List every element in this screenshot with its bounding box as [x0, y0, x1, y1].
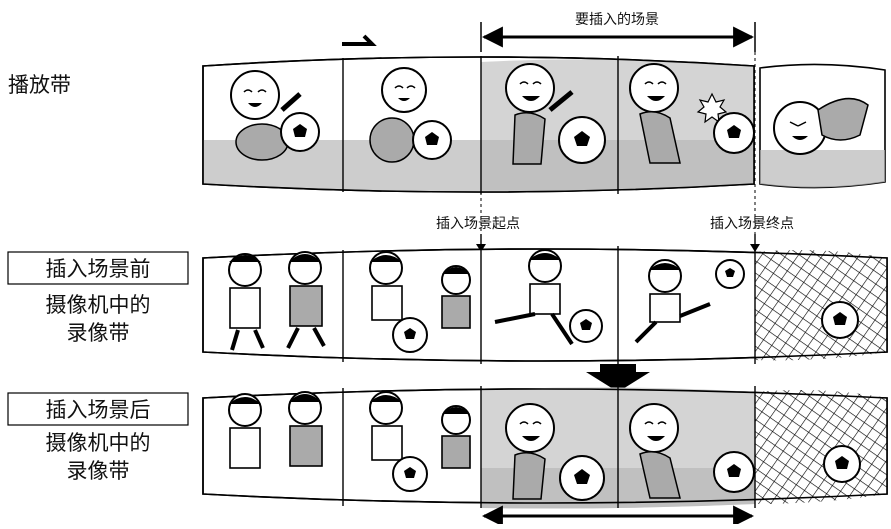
- soccer-ball-icon: [280, 112, 320, 152]
- baby-figure-5: [759, 63, 886, 189]
- insert-start-point-label: 插入场景起点: [436, 216, 520, 232]
- after-insert-label: 插入场景后: [46, 398, 151, 422]
- after-insert-box: [7, 392, 189, 426]
- players-figure-2: [369, 251, 471, 329]
- baby-figure-4: [629, 63, 728, 164]
- soccer-ball-icon: [392, 456, 428, 492]
- soccer-ball-icon: [713, 112, 755, 154]
- soccer-ball-icon: [412, 120, 452, 160]
- goal-net-icon: [755, 250, 887, 361]
- right-arrow-icon: [342, 34, 377, 46]
- soccer-ball-icon: [713, 451, 755, 493]
- camera-tape-label-4: 录像带: [67, 459, 130, 483]
- baby-figure-6: [505, 403, 555, 500]
- camera-tape-after-row: [202, 386, 888, 509]
- scene-to-insert-label: 要插入的场景: [575, 12, 659, 28]
- playback-tape-row: [202, 56, 886, 194]
- goal-net-icon: [755, 390, 887, 504]
- baby-figure-1: [230, 70, 302, 161]
- before-insert-label: 插入场景前: [46, 257, 151, 281]
- players-figure-5: [228, 391, 323, 469]
- camera-tape-label-3: 摄像机中的: [46, 431, 151, 455]
- soccer-ball-icon: [821, 301, 859, 339]
- players-figure-1: [228, 251, 326, 351]
- soccer-ball-icon: [569, 309, 603, 343]
- down-arrow-icon: [586, 364, 650, 392]
- soccer-ball-icon: [559, 455, 605, 501]
- baby-figure-3: [505, 63, 574, 165]
- players-figure-4: [634, 259, 711, 344]
- before-insert-box: [7, 251, 189, 285]
- soccer-ball-icon: [558, 116, 606, 164]
- camera-tape-before-row: [202, 246, 888, 364]
- soccer-ball-icon: [392, 317, 428, 353]
- players-figure-3: [494, 249, 574, 346]
- soccer-ball-icon: [823, 445, 861, 483]
- insert-end-point-label: 插入场景终点: [710, 216, 794, 232]
- players-figure-6: [369, 391, 471, 469]
- camera-tape-label-2: 录像带: [67, 321, 130, 345]
- playback-tape-label: 播放带: [8, 73, 71, 97]
- soccer-ball-icon: [715, 259, 745, 289]
- baby-figure-7: [629, 403, 681, 499]
- camera-tape-label-1: 摄像机中的: [46, 293, 151, 317]
